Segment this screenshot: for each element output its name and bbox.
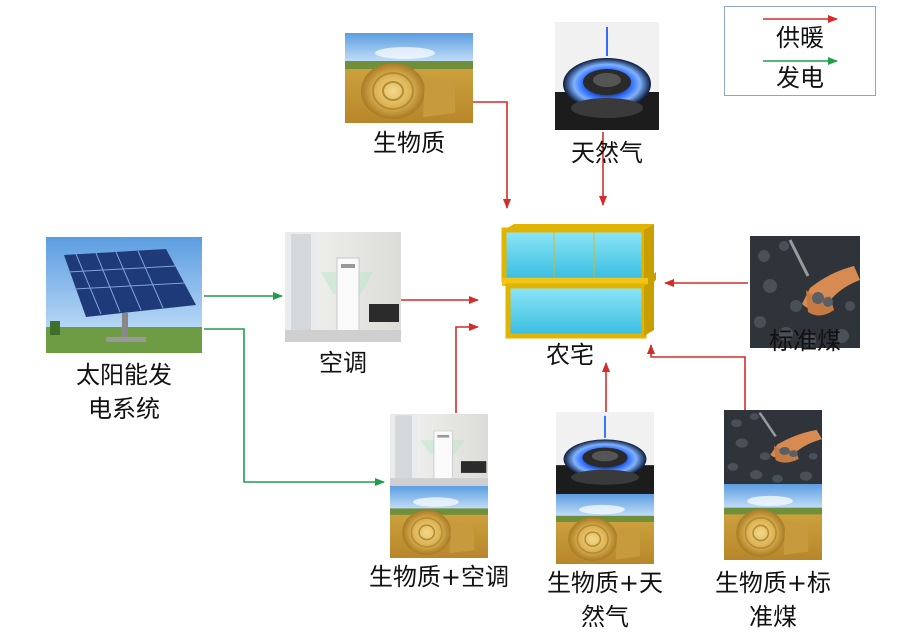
biomass-label: 生物质 [373,129,445,157]
solar-panel-icon [46,237,202,353]
arrow-solar-to-biomass-ac [204,328,385,486]
hay-bale-icon [345,33,473,123]
gas-burner-icon [555,22,659,130]
coal-icon [724,410,822,484]
natural-gas-label: 天然气 [571,139,643,167]
arrow-biomass-coal-to-house [647,344,746,410]
solar-label-line2: 电系统 [88,395,160,423]
air-conditioner-icon [390,414,488,486]
solar-label-line1: 太阳能发 [76,361,172,389]
gas-burner-icon [556,412,654,494]
hay-bale-icon [556,494,654,564]
house-icon [494,220,658,344]
arrow-biomass-to-house [470,101,511,209]
biomass-gas-label-line2: 然气 [581,603,629,631]
hay-bale-icon [724,484,822,560]
biomass-coal-label-line2: 准煤 [749,603,797,631]
legend: 供暖 发电 [724,6,876,96]
biomass-gas-label-line1: 生物质+天 [546,569,664,597]
coal-label: 标准煤 [769,327,841,355]
house-label: 农宅 [546,341,594,369]
ac-label: 空调 [319,349,367,377]
biomass-ac-label: 生物质+空调 [368,563,510,591]
air-conditioner-icon [285,232,401,342]
arrow-biomass-ac-to-house [455,323,479,413]
legend-heating-label: 供暖 [776,24,824,52]
legend-power-label: 发电 [776,64,824,92]
hay-bale-icon [390,486,488,558]
biomass-coal-label-line1: 生物质+标 [714,569,832,597]
